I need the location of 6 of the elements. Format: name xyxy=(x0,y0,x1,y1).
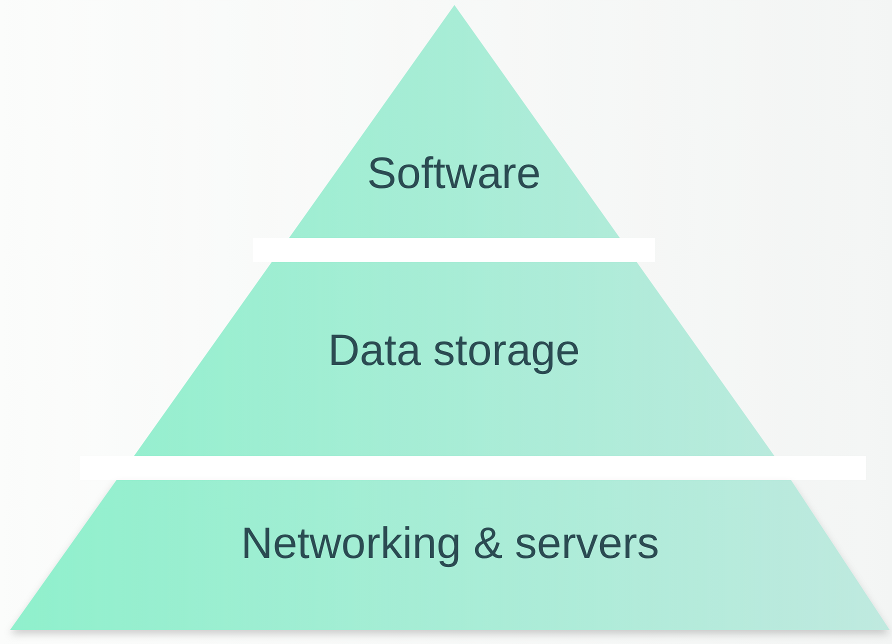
tier-label: Data storage xyxy=(327,326,581,376)
pyramid-tier xyxy=(134,262,774,456)
tier-label: Software xyxy=(366,149,542,199)
pyramid-tier xyxy=(10,480,890,630)
tier-label: Networking & servers xyxy=(240,519,660,569)
pyramid-tier xyxy=(288,5,620,238)
